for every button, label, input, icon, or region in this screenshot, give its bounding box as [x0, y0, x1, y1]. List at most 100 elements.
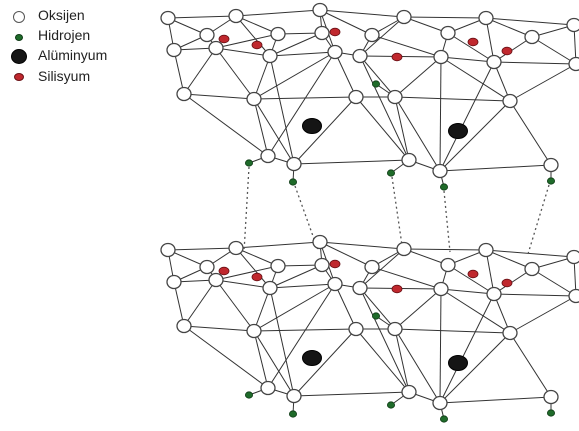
- oxygen-atom: [262, 280, 278, 296]
- bond-line: [319, 9, 405, 18]
- hydrogen-atom: [547, 177, 556, 185]
- oxygen-atom: [166, 274, 182, 290]
- bond-line: [167, 247, 237, 251]
- bond-line: [253, 98, 269, 157]
- oxygen-atom: [352, 280, 368, 296]
- oxygen-atom: [270, 258, 286, 274]
- bond-line: [439, 61, 495, 172]
- bond-line: [269, 283, 336, 289]
- hydrogen-bond-line: [243, 166, 250, 253]
- bond-line: [394, 96, 511, 102]
- bond-line: [394, 328, 410, 393]
- bond-line: [293, 391, 410, 397]
- oxygen-atom: [396, 241, 412, 257]
- bond-line: [394, 288, 442, 330]
- bond-line: [293, 328, 357, 397]
- bond-line: [253, 55, 271, 100]
- oxygen-atom: [228, 8, 244, 24]
- covalent-bonds: [167, 9, 577, 420]
- oxygen-atom: [566, 17, 579, 33]
- legend-label-oxygen: Oksijen: [38, 7, 85, 23]
- bond-line: [267, 51, 336, 157]
- silicon-atom: [218, 34, 230, 44]
- silicon-atom: [329, 259, 341, 269]
- bond-line: [403, 16, 449, 34]
- bond-line: [267, 283, 336, 389]
- oxygen-atom: [401, 384, 417, 400]
- oxygen-atom: [387, 89, 403, 105]
- bond-line: [253, 330, 269, 389]
- bond-line: [359, 55, 396, 98]
- oxygen-atom: [486, 286, 502, 302]
- oxygen-atom: [270, 26, 286, 42]
- oxygen-atom: [566, 249, 579, 265]
- oxygen-atom: [432, 163, 448, 179]
- bond-line: [493, 293, 577, 297]
- bond-line: [253, 98, 295, 165]
- bond-line: [509, 295, 577, 334]
- bond-line: [183, 93, 269, 157]
- hydrogen-atom: [439, 183, 448, 191]
- oxygen-atom: [486, 54, 502, 70]
- bond-line: [183, 47, 217, 95]
- silicon-atom: [501, 278, 513, 288]
- bond-line: [253, 287, 271, 332]
- oxygen-atom: [524, 261, 540, 277]
- hydrogen-atom: [288, 410, 297, 418]
- oxygen-atom: [314, 257, 330, 273]
- bond-line: [439, 56, 442, 172]
- oxygen-atom: [502, 93, 518, 109]
- oxygen-atom: [286, 388, 302, 404]
- oxygen-atom: [176, 86, 192, 102]
- bond-line: [509, 332, 552, 398]
- silicon-atom: [501, 46, 513, 56]
- aluminum-atom: [448, 123, 468, 139]
- bond-line: [269, 287, 295, 397]
- silicon-atom: [467, 37, 479, 47]
- silicon-atom: [467, 269, 479, 279]
- oxygen-atom: [314, 25, 330, 41]
- bond-line: [235, 9, 321, 17]
- bond-line: [319, 241, 405, 250]
- hydrogen-atom: [371, 312, 380, 320]
- silicon-atom: [329, 27, 341, 37]
- aluminum-atom: [302, 118, 322, 134]
- bond-line: [485, 17, 495, 63]
- oxygen-atom: [312, 2, 328, 18]
- bond-line: [447, 32, 495, 63]
- oxygen-atom: [260, 148, 276, 164]
- bond-line: [371, 266, 442, 290]
- bond-line: [403, 248, 449, 266]
- oxygen-atom: [543, 389, 559, 405]
- bond-line: [485, 17, 533, 38]
- bond-line: [371, 34, 442, 58]
- bond-line: [493, 36, 533, 63]
- bond-line: [235, 247, 279, 267]
- bond-line: [359, 16, 405, 57]
- bond-line: [215, 47, 271, 57]
- bond-line: [440, 56, 511, 102]
- bond-line: [215, 265, 279, 281]
- bond-line: [485, 249, 533, 270]
- hydrogen-atom: [244, 391, 253, 399]
- oxygen-atom: [543, 157, 559, 173]
- bond-line: [447, 264, 495, 295]
- oxygen-atom: [502, 325, 518, 341]
- bond-line: [485, 17, 575, 26]
- bond-line: [359, 55, 410, 161]
- bond-line: [439, 396, 552, 404]
- bond-line: [334, 283, 357, 330]
- bond-line: [493, 61, 577, 65]
- oxygen-atom: [440, 25, 456, 41]
- hydrogen-atom: [244, 159, 253, 167]
- bond-line: [359, 248, 405, 289]
- silicon-atom: [251, 40, 263, 50]
- bond-line: [334, 51, 357, 98]
- bond-line: [293, 96, 357, 165]
- atoms: [160, 2, 579, 423]
- oxygen-atom: [312, 234, 328, 250]
- bond-line: [253, 51, 336, 100]
- hydrogen-atom: [386, 169, 395, 177]
- bond-line: [235, 15, 271, 57]
